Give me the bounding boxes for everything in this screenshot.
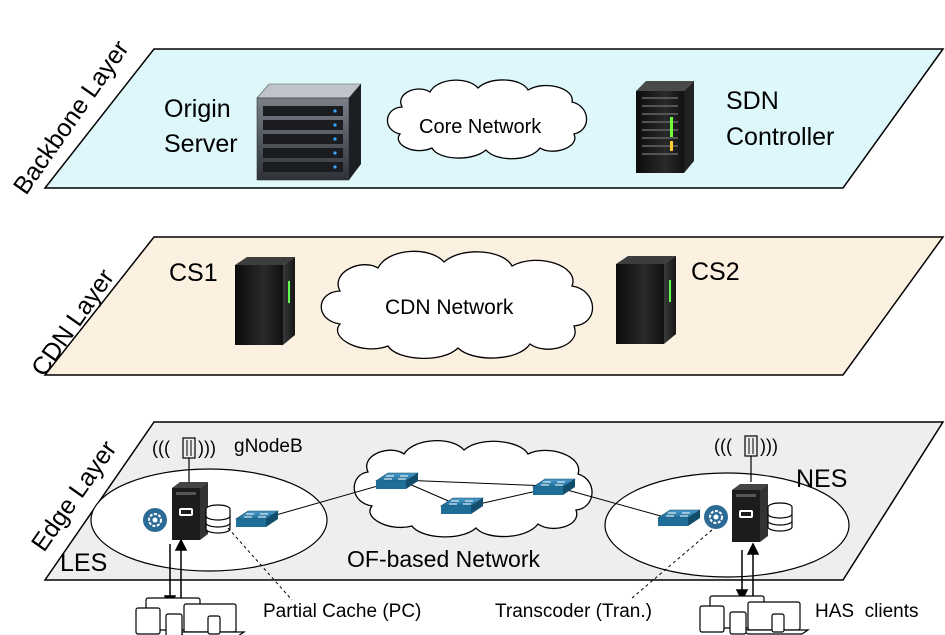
of-network-label: OF-based Network <box>347 546 541 572</box>
svg-text:))): ))) <box>760 436 778 456</box>
sdn-controller-icon <box>636 81 694 173</box>
switch-icon <box>657 509 701 526</box>
origin-server-label-2: Server <box>164 130 238 158</box>
cs1-label: CS1 <box>169 259 218 287</box>
svg-text:(((: ((( <box>152 438 170 458</box>
client-devices-icon <box>135 597 246 635</box>
core-network-cloud <box>386 79 588 160</box>
nes-ellipse <box>604 472 850 578</box>
antenna-icon: ((( ))) <box>152 437 216 484</box>
cs2-label: CS2 <box>691 258 740 286</box>
cdn-layer: CDN Layer CS1 CDN Network CS2 <box>26 236 945 381</box>
antenna-icon: ((( ))) <box>714 435 778 482</box>
nes-server-icon <box>732 484 768 542</box>
switch-icon <box>235 510 279 527</box>
dotted-pointers <box>227 527 713 601</box>
core-network-label: Core Network <box>419 116 542 138</box>
les-label: LES <box>60 549 107 577</box>
sdn-controller-label-2: Controller <box>726 123 834 151</box>
cache-database-icon <box>205 504 231 534</box>
has-clients-label: HAS clients <box>815 601 918 622</box>
svg-text:))): ))) <box>198 438 216 458</box>
switch-icon <box>440 497 484 514</box>
transcoder-label: Transcoder (Tran.) <box>495 601 652 622</box>
edge-layer: Edge Layer <box>26 421 945 581</box>
gear-icon <box>143 508 167 532</box>
client-arrows <box>163 538 760 608</box>
gear-icon <box>704 505 728 529</box>
switch-icon <box>532 478 576 495</box>
cdn-network-label: CDN Network <box>385 296 514 319</box>
cs1-server-icon <box>235 257 295 345</box>
svg-text:(((: ((( <box>714 436 732 456</box>
partial-cache-label: Partial Cache (PC) <box>263 601 421 622</box>
sdn-controller-label-1: SDN <box>726 87 779 115</box>
switch-icon <box>375 472 419 489</box>
origin-server-label-1: Origin <box>164 95 231 123</box>
origin-server-icon <box>256 83 362 181</box>
backbone-layer: Backbone Layer Origin Server Core Networ… <box>8 35 945 199</box>
cs2-server-icon <box>616 256 676 344</box>
cdn-network-cloud <box>320 250 594 359</box>
nes-label: NES <box>796 465 847 493</box>
gnodeb-label: gNodeB <box>234 436 303 457</box>
client-devices-icon <box>699 595 810 635</box>
les-server-icon <box>172 482 208 540</box>
cache-database-icon <box>767 502 793 532</box>
of-network-cloud <box>353 439 593 538</box>
